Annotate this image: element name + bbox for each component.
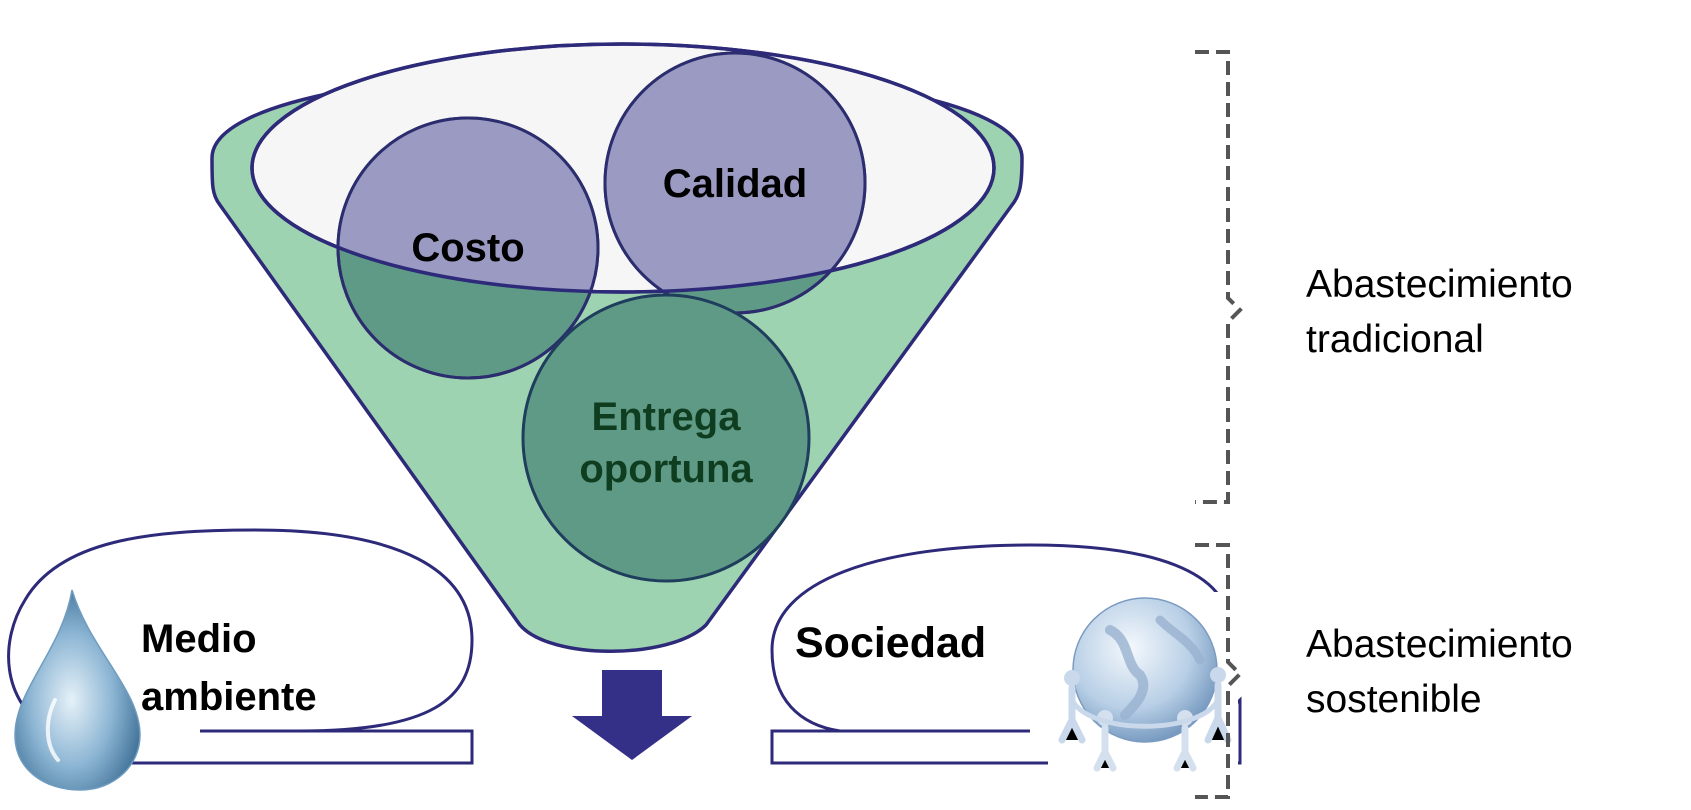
entrega-label-line1: Entrega <box>592 395 742 439</box>
water-drop-icon <box>14 589 141 791</box>
down-arrow-icon <box>572 670 692 760</box>
calidad-label: Calidad <box>663 162 807 206</box>
bracket-traditional <box>1195 50 1243 504</box>
traditional-label-line2: tradicional <box>1306 318 1484 361</box>
costo-label: Costo <box>411 226 524 270</box>
traditional-label-line1: Abastecimiento <box>1306 263 1573 306</box>
callout-medio-ambiente: Medio ambiente <box>7 528 474 791</box>
bracket-sustainable <box>1195 543 1243 799</box>
circle-calidad <box>603 51 867 315</box>
sustainable-label-line1: Abastecimiento <box>1306 623 1573 666</box>
circle-entrega <box>521 293 811 583</box>
callout-sociedad: Sociedad <box>770 543 1242 772</box>
circle-costo <box>336 116 600 380</box>
sociedad-label: Sociedad <box>795 619 986 667</box>
sustainable-label-line2: sostenible <box>1306 678 1482 721</box>
medio-ambiente-line1: Medio <box>141 617 257 661</box>
globe-people-icon <box>1048 592 1238 772</box>
entrega-label-line2: oportuna <box>579 447 753 491</box>
medio-ambiente-line2: ambiente <box>141 675 317 719</box>
